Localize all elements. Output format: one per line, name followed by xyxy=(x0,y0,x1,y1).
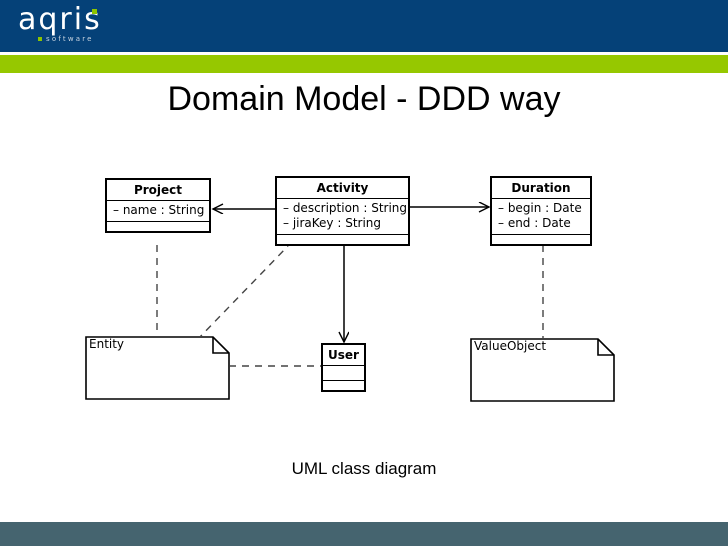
uml-class-name: Activity xyxy=(277,178,408,199)
page-title: Domain Model - DDD way xyxy=(167,80,561,118)
uml-class-operations xyxy=(492,235,590,244)
aqris-logo: aqris software xyxy=(18,4,138,48)
uml-class-user[interactable]: User xyxy=(321,343,366,392)
uml-class-operations xyxy=(107,222,209,231)
uml-class-attributes: – name : String xyxy=(107,201,209,222)
uml-class-attributes xyxy=(323,366,364,381)
uml-class-attributes: – description : String – jiraKey : Strin… xyxy=(277,199,408,235)
logo-dot-icon xyxy=(92,9,97,14)
logo-wordmark: aqris xyxy=(18,2,102,37)
uml-attribute: – name : String xyxy=(113,203,205,217)
note-shape xyxy=(470,338,615,402)
uml-note-label: Entity xyxy=(89,337,125,351)
uml-note-label: ValueObject xyxy=(474,339,547,353)
uml-attribute: – jiraKey : String xyxy=(283,216,382,230)
uml-class-operations xyxy=(323,381,364,390)
uml-class-activity[interactable]: Activity – description : String – jiraKe… xyxy=(275,176,410,246)
uml-note-valueobject[interactable]: ValueObject xyxy=(470,338,615,402)
header-bar: aqris software xyxy=(0,0,728,52)
notelink-entity-activity xyxy=(196,245,289,341)
uml-class-diagram: Project – name : String Activity – descr… xyxy=(0,140,728,440)
uml-class-attributes: – begin : Date – end : Date xyxy=(492,199,590,235)
logo-tagline: software xyxy=(46,35,94,43)
logo-square-icon xyxy=(38,37,42,41)
diagram-connectors xyxy=(156,140,544,367)
footer-bar xyxy=(0,522,728,546)
uml-class-name: Project xyxy=(107,180,209,201)
accent-green-bar xyxy=(0,55,728,73)
uml-class-name: User xyxy=(323,345,364,366)
uml-class-name: Duration xyxy=(492,178,590,199)
uml-class-duration[interactable]: Duration – begin : Date – end : Date xyxy=(490,176,592,246)
uml-attribute: – begin : Date xyxy=(498,201,582,215)
note-shape xyxy=(85,336,230,400)
diagram-caption: UML class diagram xyxy=(291,459,437,478)
uml-attribute: – description : String xyxy=(283,201,408,215)
uml-note-entity[interactable]: Entity xyxy=(85,336,230,400)
uml-attribute: – end : Date xyxy=(498,216,571,230)
uml-class-operations xyxy=(277,235,408,244)
uml-class-project[interactable]: Project – name : String xyxy=(105,178,211,233)
